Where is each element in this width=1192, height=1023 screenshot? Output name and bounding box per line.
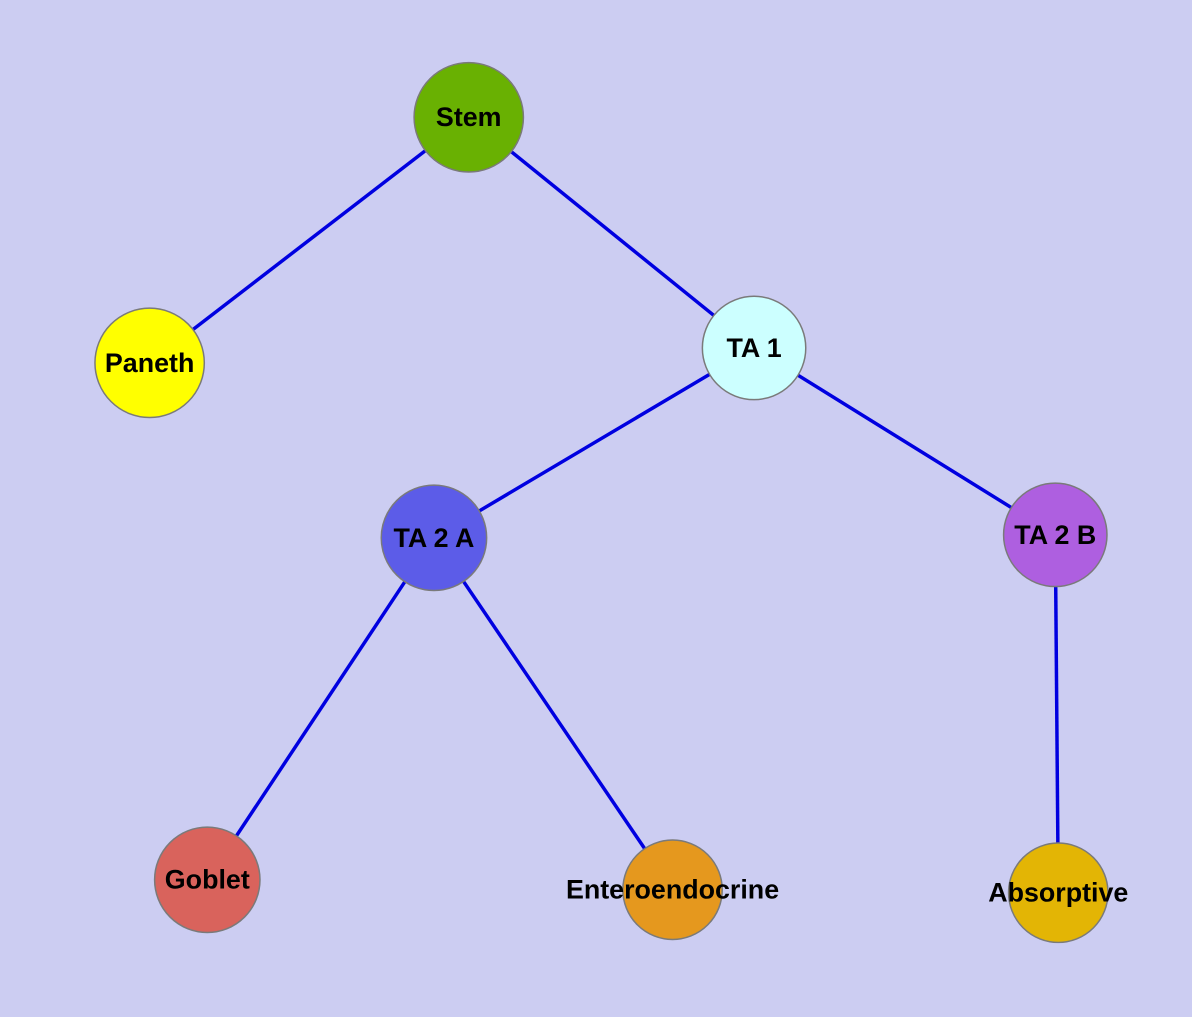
edge-ta2b-absorptive <box>1053 534 1061 893</box>
node-paneth: Paneth <box>94 307 206 419</box>
edge-stem-paneth <box>148 115 470 365</box>
node-stem: Stem <box>413 61 525 173</box>
node-circle-absorptive <box>1007 842 1109 944</box>
edges-layer <box>148 115 1061 893</box>
node-enteroendocrine: Enteroendocrine <box>566 839 779 941</box>
node-label-enteroendocrine: Enteroendocrine <box>566 875 779 905</box>
node-circle-goblet <box>153 826 261 934</box>
node-circle-ta1 <box>701 295 807 401</box>
node-label-goblet: Goblet <box>165 865 250 895</box>
node-absorptive: Absorptive <box>988 842 1128 944</box>
node-circle-stem <box>413 61 525 173</box>
node-label-ta1: TA 1 <box>726 333 781 363</box>
edge-ta1-ta2b <box>753 346 1057 537</box>
node-circle-paneth <box>94 307 206 419</box>
node-ta2a: TA 2 A <box>380 484 488 592</box>
node-label-ta2a: TA 2 A <box>393 523 474 553</box>
node-circle-ta2b <box>1002 482 1108 588</box>
node-label-paneth: Paneth <box>105 348 194 378</box>
node-label-stem: Stem <box>436 102 502 132</box>
edge-ta1-ta2a <box>433 346 755 540</box>
node-circle-enteroendocrine <box>622 839 724 941</box>
node-goblet: Goblet <box>153 826 261 934</box>
node-circle-ta2a <box>380 484 488 592</box>
node-label-absorptive: Absorptive <box>988 878 1128 908</box>
edge-ta2a-goblet <box>205 536 436 881</box>
node-ta2b: TA 2 B <box>1002 482 1108 588</box>
node-ta1: TA 1 <box>701 295 807 401</box>
edge-ta2a-enteroendocrine <box>432 536 674 891</box>
node-label-ta2b: TA 2 B <box>1014 520 1096 550</box>
edge-stem-ta1 <box>467 115 756 350</box>
